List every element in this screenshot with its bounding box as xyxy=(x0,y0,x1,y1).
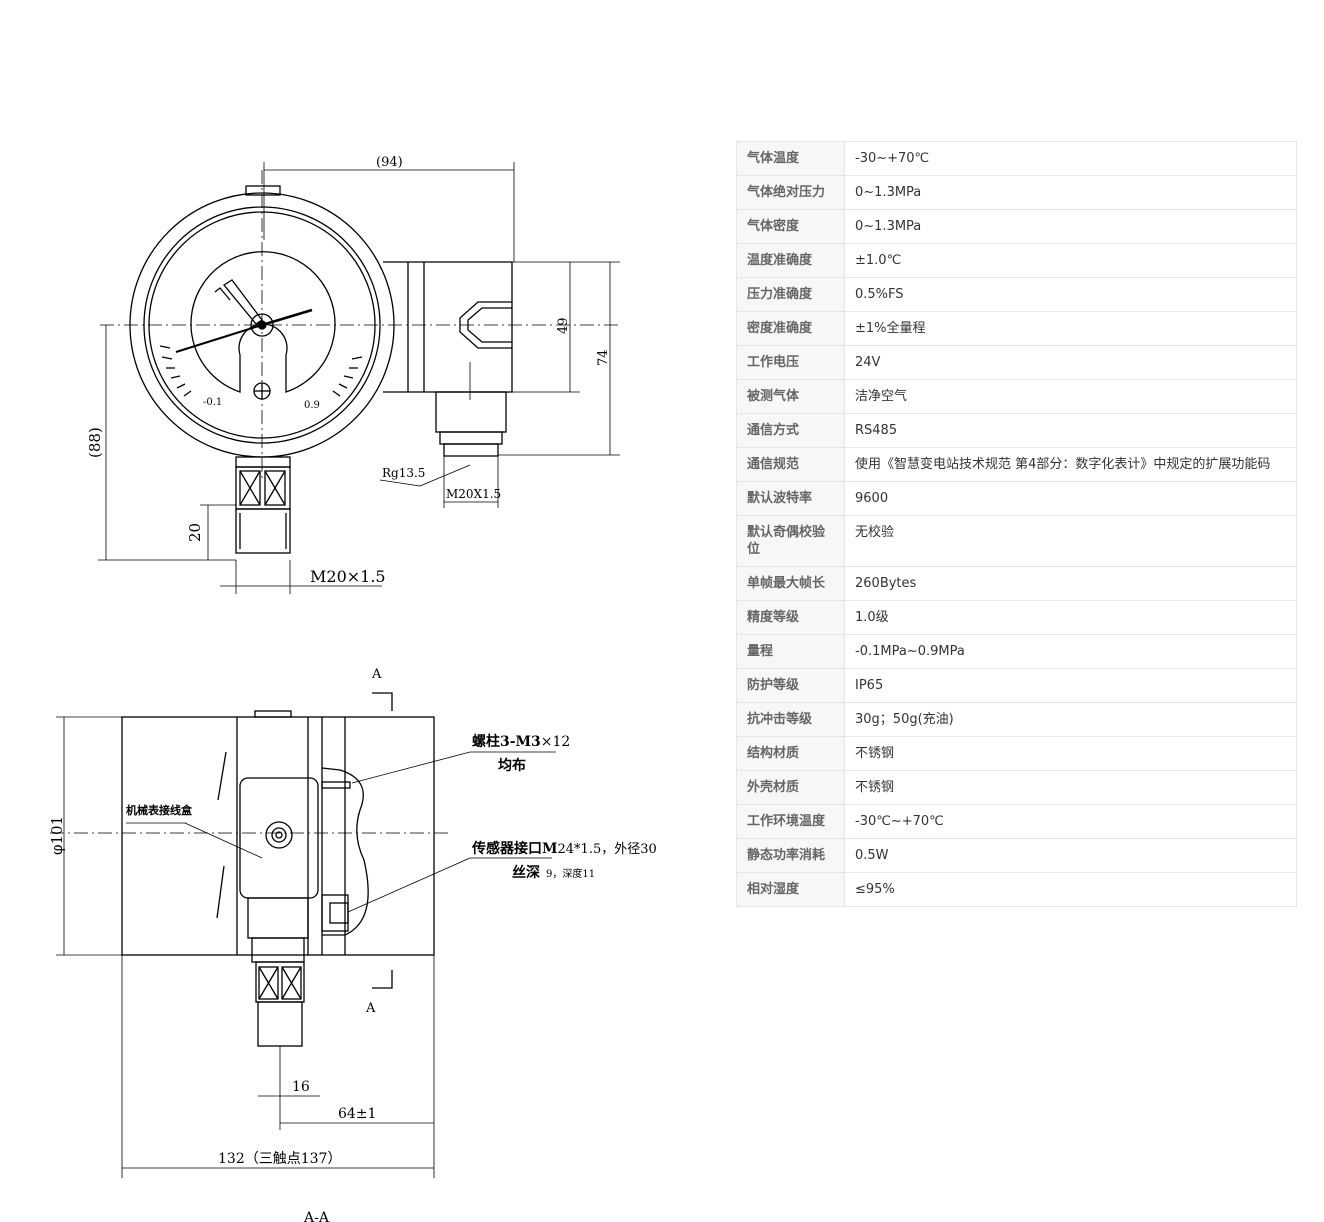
section-mark-bottom: A xyxy=(365,1001,376,1016)
terminal-box-label: 机械表接线盒 xyxy=(126,803,193,817)
spec-value: 9600 xyxy=(844,481,1297,516)
stud-label: 螺柱3-M3×12 xyxy=(472,733,570,750)
dim-64-label: 64±1 xyxy=(338,1106,376,1122)
spec-key: 结构材质 xyxy=(736,736,845,771)
spec-key: 密度准确度 xyxy=(736,311,845,346)
spec-row: 量程-0.1MPa~0.9MPa xyxy=(736,634,1297,669)
spec-key: 量程 xyxy=(736,634,845,669)
spec-value: 260Bytes xyxy=(844,566,1297,601)
spec-row: 密度准确度±1%全量程 xyxy=(736,311,1297,346)
spec-value: 无校验 xyxy=(844,515,1297,567)
spec-row: 外壳材质不锈钢 xyxy=(736,770,1297,805)
spec-value: 0~1.3MPa xyxy=(844,209,1297,244)
spec-value: -30℃~+70℃ xyxy=(844,804,1297,839)
spec-row: 气体温度-30~+70℃ xyxy=(736,141,1297,176)
spec-row: 默认奇偶校验位无校验 xyxy=(736,515,1297,567)
box-outer-dim-label: 74 xyxy=(596,349,611,366)
section-mark-top: A xyxy=(371,667,382,682)
spec-value: 使用《智慧变电站技术规范 第4部分：数字化表计》中规定的扩展功能码 xyxy=(844,447,1297,482)
spec-key: 气体绝对压力 xyxy=(736,175,845,210)
spec-key: 单帧最大帧长 xyxy=(736,566,845,601)
spec-key: 静态功率消耗 xyxy=(736,838,845,873)
technical-drawing: (94) (88) 49 74 20 M20×1.5 M20X1.5 Rg13.… xyxy=(48,155,657,1222)
spec-key: 通信方式 xyxy=(736,413,845,448)
dim-16-label: 16 xyxy=(292,1079,310,1095)
spec-key: 压力准确度 xyxy=(736,277,845,312)
spec-key: 工作电压 xyxy=(736,345,845,380)
bottom-section-label: A-A xyxy=(303,1210,330,1222)
spec-value: 0.5%FS xyxy=(844,277,1297,312)
box-height-dim-label: 49 xyxy=(556,317,571,334)
gauge-side-view xyxy=(50,692,556,1178)
spec-row: 被测气体洁净空气 xyxy=(736,379,1297,414)
stud-label-line2: 均布 xyxy=(498,757,526,774)
spec-value: ±1%全量程 xyxy=(844,311,1297,346)
spec-key: 外壳材质 xyxy=(736,770,845,805)
spec-value: IP65 xyxy=(844,668,1297,703)
spec-key: 被测气体 xyxy=(736,379,845,414)
spec-row: 工作环境温度-30℃~+70℃ xyxy=(736,804,1297,839)
spec-key: 默认波特率 xyxy=(736,481,845,516)
sensor-port-label: 传感器接口M24*1.5，外径30 xyxy=(471,840,657,857)
spec-value: 30g；50g(充油) xyxy=(844,702,1297,737)
spec-key: 精度等级 xyxy=(736,600,845,635)
spec-key: 气体温度 xyxy=(736,141,845,176)
spec-value: RS485 xyxy=(844,413,1297,448)
spec-value: ±1.0℃ xyxy=(844,243,1297,278)
diameter-dim-label: φ101 xyxy=(48,816,66,855)
spec-value: ≤95% xyxy=(844,872,1297,907)
spec-key: 温度准确度 xyxy=(736,243,845,278)
stem-dim-label: 20 xyxy=(186,523,204,542)
width-dim-label: (94) xyxy=(376,155,403,170)
dim-132-label: 132（三触点137） xyxy=(218,1151,341,1167)
spec-value: 0~1.3MPa xyxy=(844,175,1297,210)
spec-value: -0.1MPa~0.9MPa xyxy=(844,634,1297,669)
gauge-front-view xyxy=(98,162,620,594)
cable-gland-label: Rg13.5 xyxy=(382,466,425,480)
thread-dim-label: M20×1.5 xyxy=(310,567,386,586)
sensor-thread-label: M20X1.5 xyxy=(446,487,501,501)
spec-row: 结构材质不锈钢 xyxy=(736,736,1297,771)
spec-row: 通信规范使用《智慧变电站技术规范 第4部分：数字化表计》中规定的扩展功能码 xyxy=(736,447,1297,482)
spec-key: 相对湿度 xyxy=(736,872,845,907)
scale-min-label: -0.1 xyxy=(203,397,222,408)
scale-max-label: 0.9 xyxy=(304,400,320,411)
spec-value: 24V xyxy=(844,345,1297,380)
spec-value: 洁净空气 xyxy=(844,379,1297,414)
spec-key: 气体密度 xyxy=(736,209,845,244)
spec-key: 工作环境温度 xyxy=(736,804,845,839)
height-dim-label: (88) xyxy=(86,427,104,458)
spec-value: 1.0级 xyxy=(844,600,1297,635)
spec-row: 温度准确度±1.0℃ xyxy=(736,243,1297,278)
spec-key: 抗冲击等级 xyxy=(736,702,845,737)
spec-value: 0.5W xyxy=(844,838,1297,873)
spec-key: 防护等级 xyxy=(736,668,845,703)
spec-key: 默认奇偶校验位 xyxy=(736,515,845,567)
spec-value: 不锈钢 xyxy=(844,770,1297,805)
spec-key: 通信规范 xyxy=(736,447,845,482)
spec-value: 不锈钢 xyxy=(844,736,1297,771)
spec-row: 相对湿度≤95% xyxy=(736,872,1297,907)
spec-value: -30~+70℃ xyxy=(844,141,1297,176)
